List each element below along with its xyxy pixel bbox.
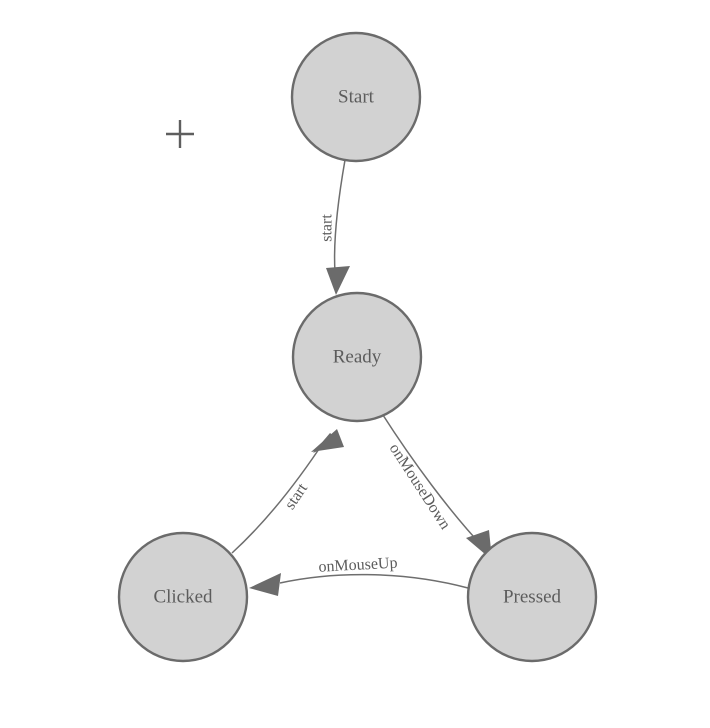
plus-marker-icon[interactable] xyxy=(166,120,194,148)
node-start-label: Start xyxy=(338,86,375,107)
arrowhead-pressed-to-clicked xyxy=(249,573,281,596)
arrowhead-clicked-to-ready-tip xyxy=(311,429,344,452)
edge-label-clicked-to-ready: start xyxy=(282,480,312,513)
edge-label-pressed-to-clicked: onMouseUp xyxy=(318,555,398,576)
edge-pressed-to-clicked[interactable]: onMouseUp xyxy=(249,555,469,596)
edge-path-start-to-ready xyxy=(333,159,346,273)
edge-path-pressed-to-clicked xyxy=(279,573,469,589)
node-pressed-circle xyxy=(466,531,598,663)
node-ready-label: Ready xyxy=(333,346,382,367)
node-clicked-circle xyxy=(117,531,249,663)
node-start[interactable]: Start xyxy=(290,31,422,163)
edge-label-start-to-ready: start xyxy=(319,214,336,242)
node-clicked-label: Clicked xyxy=(153,586,213,607)
node-pressed[interactable]: Pressed xyxy=(466,531,598,663)
node-start-circle xyxy=(290,31,422,163)
edge-ready-to-pressed[interactable]: onMouseDown xyxy=(380,411,492,560)
edge-label-ready-to-pressed: onMouseDown xyxy=(386,441,454,533)
node-clicked[interactable]: Clicked xyxy=(117,531,249,663)
node-ready[interactable]: Ready xyxy=(291,291,423,423)
edge-path-clicked-to-ready xyxy=(231,439,326,554)
arrowhead-start-to-ready xyxy=(326,266,350,295)
edge-start-to-ready[interactable]: start xyxy=(319,159,350,295)
edge-clicked-to-ready[interactable]: start xyxy=(231,429,344,554)
node-ready-circle xyxy=(291,291,423,423)
edge-path-ready-to-pressed xyxy=(380,411,485,549)
node-pressed-label: Pressed xyxy=(503,586,562,607)
